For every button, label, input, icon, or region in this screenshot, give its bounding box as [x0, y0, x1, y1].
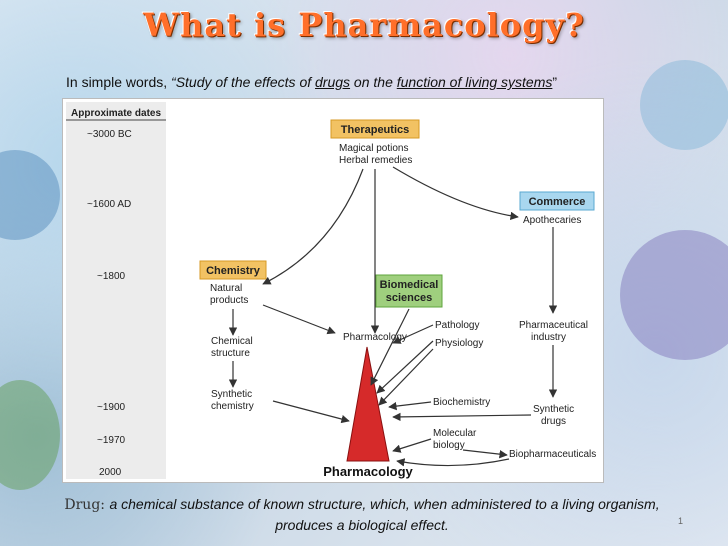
date-label: ~1600 AD [87, 199, 131, 210]
molecular-biology-label: biology [433, 440, 465, 451]
commerce-label: Commerce [529, 196, 586, 208]
sciences-label: sciences [386, 292, 432, 304]
arrow-physiology-triangle [376, 340, 434, 394]
subtitle-drugs: drugs [315, 74, 351, 90]
pharmacology-history-diagram: Approximate dates ~3000 BC ~1600 AD ~180… [66, 102, 596, 479]
physiology-label: Physiology [435, 338, 483, 349]
apothecaries-label: Apothecaries [523, 215, 581, 226]
arrow-biopharm-triangle [396, 458, 510, 467]
date-label: ~3000 BC [87, 129, 132, 140]
subtitle-mid: on the [350, 74, 397, 90]
arrow-synthetic-drugs-triangle [392, 412, 532, 422]
pharmacology-small-label: Pharmacology [343, 332, 407, 343]
natural-products-label: products [210, 295, 248, 306]
subtitle-lead: In simple words, [66, 74, 172, 90]
biomedical-sciences-box [375, 274, 443, 308]
subtitle-quote-start: “Study of the effects of [171, 74, 316, 90]
arrow-molbio-triangle [392, 438, 432, 453]
therapeutics-box [330, 119, 420, 139]
subtitle: In simple words, “Study of the effects o… [66, 74, 557, 90]
arrow-biochemistry-triangle [388, 401, 432, 411]
timeline-column [66, 102, 166, 479]
subtitle-function: function of living systems [396, 74, 553, 90]
pharmaceutical-industry-label: industry [531, 332, 566, 343]
arrow-biomedical-pharmacology [370, 308, 410, 386]
background-decoration [640, 60, 728, 150]
synthetic-chemistry-label: Synthetic [211, 389, 252, 400]
background-decoration [620, 230, 728, 360]
date-label: 2000 [99, 467, 122, 478]
chemistry-label: Chemistry [206, 265, 261, 277]
arrow-therapeutics-commerce [392, 166, 519, 221]
chemical-structure-label: structure [211, 348, 250, 359]
herbal-remedies-label: Herbal remedies [339, 155, 412, 166]
arrow-molbio-biopharm [462, 449, 508, 459]
date-label: ~1900 [97, 402, 126, 413]
pharmaceutical-industry-label: Pharmaceutical [519, 320, 588, 331]
date-label: ~1970 [97, 435, 126, 446]
pathology-label: Pathology [435, 320, 479, 331]
definition-text: a chemical substance of known structure,… [109, 496, 660, 533]
arrow-synthetic-pharmacology [272, 400, 350, 424]
chemical-structure-label: Chemical [211, 336, 253, 347]
chemistry-box [199, 260, 267, 280]
page-title: What is Pharmacology? [143, 6, 585, 44]
pharmacology-triangle [346, 346, 390, 462]
therapeutics-label: Therapeutics [341, 124, 409, 136]
synthetic-drugs-label: Synthetic [533, 404, 574, 415]
synthetic-drugs-label: drugs [541, 416, 566, 427]
arrow-therapeutics-chemistry [262, 168, 364, 285]
molecular-biology-label: Molecular [433, 428, 477, 439]
timeline-header: Approximate dates [71, 108, 161, 119]
diagram-panel: Approximate dates ~3000 BC ~1600 AD ~180… [62, 98, 604, 483]
arrow-physiology-triangle [378, 348, 434, 406]
natural-products-label: Natural [210, 283, 242, 294]
slide-number: 1 [678, 516, 684, 526]
biochemistry-label: Biochemistry [433, 397, 490, 408]
subtitle-quote-end: ” [552, 74, 558, 90]
pharmacology-big-label: Pharmacology [323, 464, 413, 479]
commerce-box [519, 191, 595, 211]
definition-term: Drug: [64, 497, 110, 513]
synthetic-chemistry-label: chemistry [211, 401, 254, 412]
arrow-pathology-pharmacology [392, 324, 434, 344]
biomedical-label: Biomedical [380, 279, 439, 291]
background-decoration [0, 150, 60, 240]
date-label: ~1800 [97, 271, 126, 282]
background-decoration [0, 380, 60, 490]
arrow-natural-pharmacology [262, 304, 336, 335]
biopharmaceuticals-label: Biopharmaceuticals [509, 449, 596, 460]
drug-definition: Drug: a chemical substance of known stru… [42, 494, 682, 535]
magical-potions-label: Magical potions [339, 143, 408, 154]
